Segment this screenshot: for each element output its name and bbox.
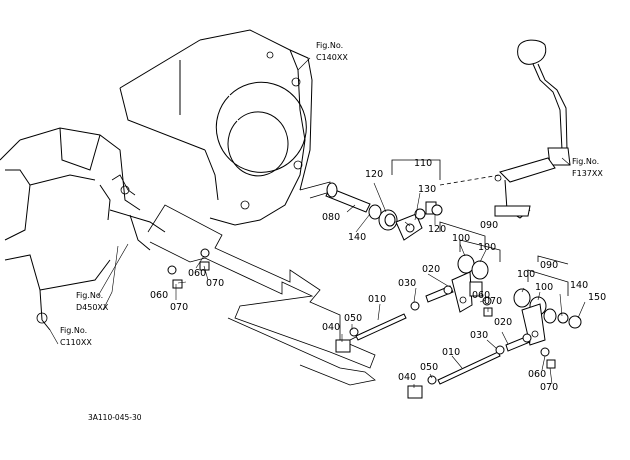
part-number: 070 bbox=[484, 296, 502, 307]
shift-lever bbox=[439, 39, 571, 219]
part-number: 120 bbox=[365, 169, 383, 180]
part-number: 010 bbox=[442, 347, 460, 358]
rod-010-lower bbox=[407, 333, 556, 399]
part-number: 020 bbox=[422, 264, 440, 275]
part-number: 100 bbox=[535, 282, 553, 293]
transmission-housing bbox=[0, 29, 313, 331]
figure-ref-label: Fig.No. bbox=[60, 326, 87, 335]
shaft-110-assembly bbox=[378, 159, 443, 241]
part-number: 100 bbox=[478, 242, 496, 253]
bolts-060-070-left bbox=[167, 248, 210, 289]
part-number: 130 bbox=[418, 184, 436, 195]
part-number: 060 bbox=[188, 268, 206, 279]
part-number: 070 bbox=[540, 382, 558, 393]
rod-080 bbox=[325, 182, 382, 220]
part-number: 030 bbox=[470, 330, 488, 341]
part-number: 070 bbox=[170, 302, 188, 313]
part-number: 060 bbox=[150, 290, 168, 301]
figure-ref-code: D450XX bbox=[76, 303, 109, 312]
part-number: 010 bbox=[368, 294, 386, 305]
part-number: 090 bbox=[540, 260, 558, 271]
figure-ref-code: F137XX bbox=[572, 169, 603, 178]
figure-ref-label: Fig.No. bbox=[572, 157, 599, 166]
part-number: 120 bbox=[428, 224, 446, 235]
figure-ref-label: Fig.No. bbox=[76, 291, 103, 300]
part-number-labels: 080 140 120 110 130 120 090 100 100 060 … bbox=[150, 158, 606, 393]
figure-ref-code: C140XX bbox=[316, 53, 348, 62]
part-number: 050 bbox=[344, 313, 362, 324]
part-number: 080 bbox=[322, 212, 340, 223]
part-number: 060 bbox=[528, 369, 546, 380]
part-number: 070 bbox=[206, 278, 224, 289]
part-number: 090 bbox=[480, 220, 498, 231]
document-code: 3A110-045-30 bbox=[88, 413, 142, 422]
part-number: 060 bbox=[472, 290, 490, 301]
part-number: 050 bbox=[420, 362, 438, 373]
part-number: 140 bbox=[348, 232, 366, 243]
figure-ref-label: Fig.No. bbox=[316, 41, 343, 50]
part-number: 100 bbox=[452, 233, 470, 244]
leader-lines bbox=[49, 57, 586, 388]
part-number: 110 bbox=[414, 158, 432, 169]
part-number: 150 bbox=[588, 292, 606, 303]
part-number: 040 bbox=[398, 372, 416, 383]
part-number: 030 bbox=[398, 278, 416, 289]
linkage-090-upper bbox=[439, 221, 501, 313]
part-number: 100 bbox=[517, 269, 535, 280]
part-number: 020 bbox=[494, 317, 512, 328]
figure-ref-d450: Fig.No. D450XX bbox=[76, 291, 109, 312]
figure-ref-f137: Fig.No. F137XX bbox=[572, 157, 603, 178]
figure-ref-c110: Fig.No. C110XX bbox=[60, 326, 92, 347]
figure-ref-code: C110XX bbox=[60, 338, 92, 347]
figure-ref-c140: Fig.No. C140XX bbox=[316, 41, 348, 62]
part-number: 040 bbox=[322, 322, 340, 333]
part-number: 140 bbox=[570, 280, 588, 291]
